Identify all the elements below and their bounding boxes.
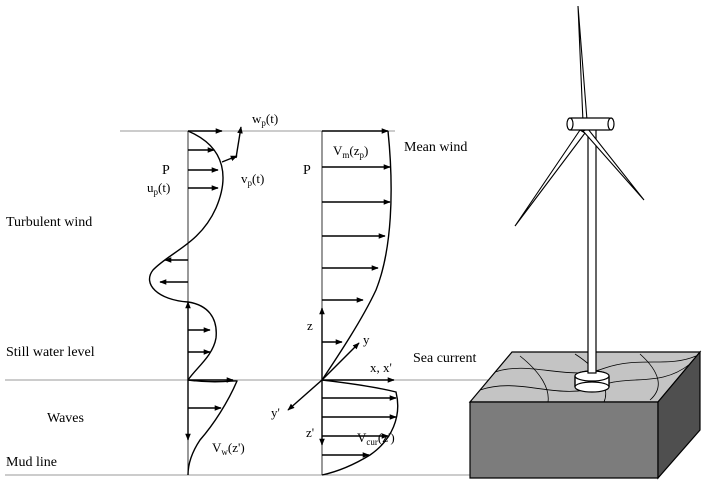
mean-wind-profile — [321, 130, 392, 381]
point-p-left: P — [162, 163, 170, 178]
vcur-label: Vcur(z') — [357, 430, 395, 447]
wp-label: wp(t) — [252, 111, 278, 128]
vp-component-arrow — [221, 155, 238, 163]
vp-label: vp(t) — [241, 171, 264, 188]
still-water-level-label: Still water level — [6, 345, 95, 360]
y-prime-label: y' — [271, 405, 280, 420]
sea-current-label: Sea current — [413, 351, 476, 366]
up-label: up(t) — [147, 180, 170, 197]
z-prime-label: z' — [306, 425, 314, 440]
z-axis-label: z — [307, 318, 313, 333]
wp-component-arrow — [235, 126, 243, 159]
wind-turbine — [514, 5, 645, 393]
wave-velocity-profile — [187, 379, 238, 476]
turbulent-wind-profile — [148, 130, 224, 381]
turbulent-wind-label: Turbulent wind — [6, 215, 92, 230]
x-axis-label: x, x' — [370, 360, 392, 375]
y-axis-label: y — [363, 332, 370, 347]
waves-label: Waves — [47, 411, 84, 426]
point-p-right: P — [303, 163, 311, 178]
y-axis-arrow — [321, 342, 360, 381]
mud-line-label: Mud line — [6, 455, 57, 470]
vw-label: Vw(z') — [212, 440, 245, 457]
y-prime-axis-arrow — [287, 379, 323, 411]
current-profile — [321, 379, 399, 476]
vm-label: Vm(zp) — [333, 143, 368, 160]
mean-wind-label: Mean wind — [404, 140, 467, 155]
